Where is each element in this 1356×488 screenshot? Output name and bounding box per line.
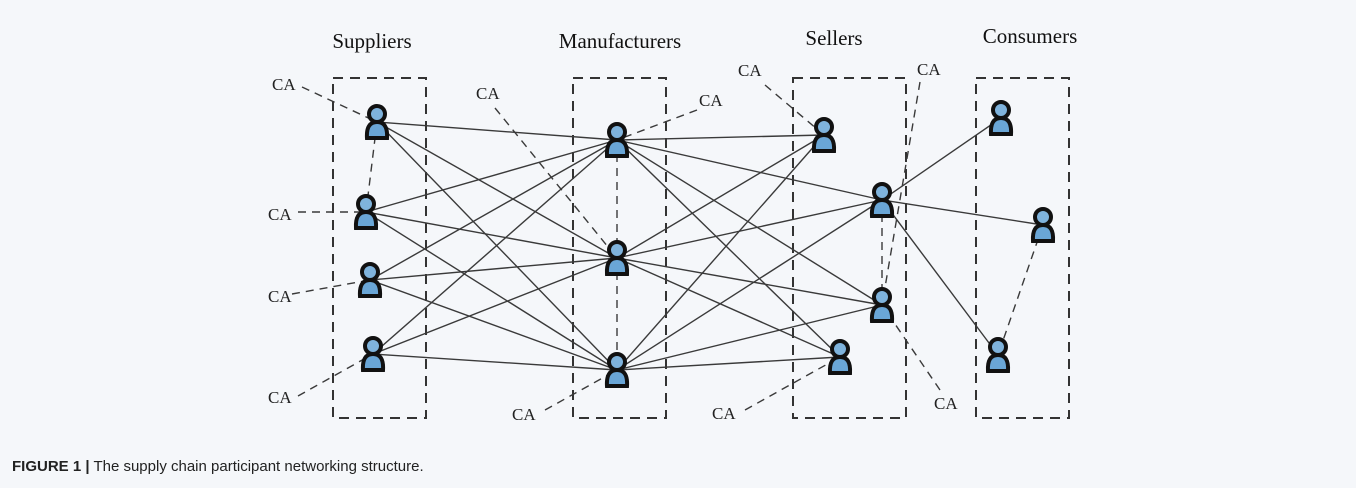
- person-icon: [604, 352, 630, 388]
- person-icon: [869, 182, 895, 218]
- person-icon: [1030, 207, 1056, 243]
- person-icon: [985, 337, 1011, 373]
- connection-line: [376, 121, 618, 259]
- figure-caption-text: The supply chain participant networking …: [93, 458, 424, 475]
- connection-line: [372, 257, 618, 355]
- ca-dashed-line: [881, 81, 921, 306]
- connection-line: [616, 304, 883, 371]
- connection-line: [881, 199, 1044, 226]
- connection-line: [369, 257, 618, 281]
- connection-line: [616, 134, 825, 141]
- ca-label: CA: [738, 61, 762, 80]
- person-icon: [869, 287, 895, 323]
- connection-line: [369, 139, 618, 281]
- sellers-box: [792, 77, 907, 419]
- group-title-suppliers: Suppliers: [332, 29, 411, 53]
- ca-labels: CA CA CA CA CA CA CA CA CA CA CA: [268, 60, 958, 424]
- connection-line: [616, 134, 825, 371]
- person-icon: [353, 194, 379, 230]
- person-icon: [364, 104, 390, 140]
- person-icon: [988, 100, 1014, 136]
- ca-label: CA: [917, 60, 941, 79]
- ca-dashed-line: [301, 86, 378, 123]
- manufacturers-box: [572, 77, 667, 419]
- figure-caption: FIGURE 1 | The supply chain participant …: [12, 458, 424, 475]
- connection-line: [365, 139, 618, 213]
- connection-line: [881, 117, 1002, 201]
- participants: [353, 100, 1056, 388]
- ca-label: CA: [268, 287, 292, 306]
- connection-line: [881, 199, 999, 356]
- person-icon: [604, 122, 630, 158]
- ca-label: CA: [268, 205, 292, 224]
- connection-lines: [365, 117, 1044, 371]
- group-title-consumers: Consumers: [983, 24, 1078, 48]
- ca-label: CA: [272, 75, 296, 94]
- connection-line: [616, 199, 883, 259]
- person-icon: [811, 117, 837, 153]
- ca-label: CA: [476, 84, 500, 103]
- person-icon: [357, 262, 383, 298]
- ca-label: CA: [934, 394, 958, 413]
- ca-dashed-line: [494, 107, 618, 259]
- figure-label: FIGURE 1 |: [12, 458, 90, 475]
- connection-line: [616, 257, 883, 306]
- connection-line: [616, 134, 825, 259]
- person-icon: [360, 336, 386, 372]
- connection-line: [616, 139, 841, 358]
- intra-group-dashed-line: [997, 224, 1044, 356]
- connection-line: [616, 139, 883, 306]
- connection-line: [365, 211, 618, 371]
- connection-line: [616, 139, 883, 201]
- supply-chain-diagram: Suppliers Manufacturers Sellers Consumer…: [268, 24, 1078, 424]
- ca-label: CA: [699, 91, 723, 110]
- connection-line: [376, 121, 618, 141]
- ca-dashed-line: [616, 109, 698, 141]
- connection-line: [372, 139, 618, 355]
- connection-line: [616, 257, 841, 358]
- ca-label: CA: [268, 388, 292, 407]
- connection-line: [616, 356, 841, 371]
- ca-label: CA: [512, 405, 536, 424]
- person-icon: [604, 240, 630, 276]
- connection-line: [369, 279, 618, 371]
- ca-dashed-line: [297, 353, 374, 397]
- ca-dashed-links: [291, 81, 1044, 411]
- ca-dashed-line: [744, 356, 841, 411]
- connection-line: [365, 211, 618, 259]
- consumers-box: [975, 77, 1070, 419]
- connection-line: [616, 199, 883, 371]
- connection-line: [372, 353, 618, 371]
- person-icon: [827, 339, 853, 375]
- ca-label: CA: [712, 404, 736, 423]
- group-title-manufacturers: Manufacturers: [559, 29, 681, 53]
- group-title-sellers: Sellers: [805, 26, 862, 50]
